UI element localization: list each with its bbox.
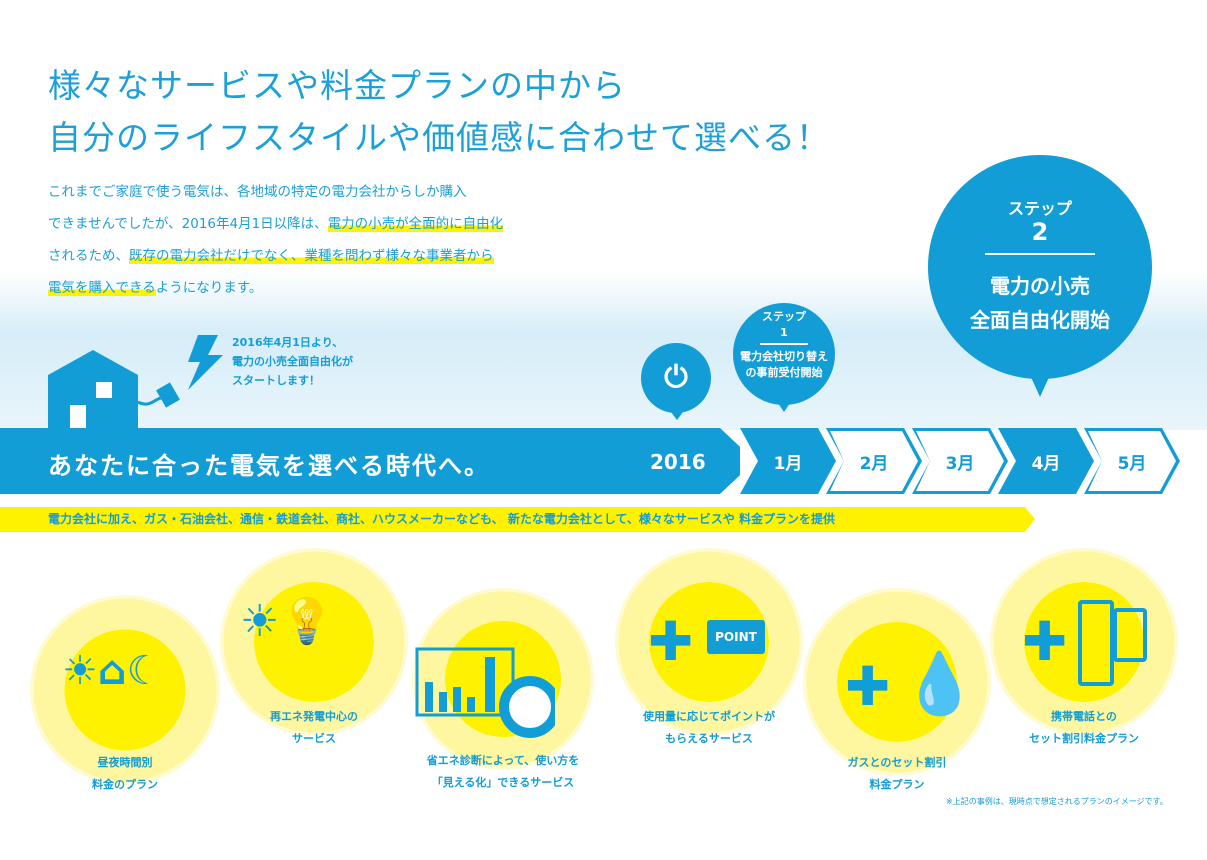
step-1-bubble: ステップ 1 電力会社切り替え の事前受付開始 — [733, 303, 835, 405]
month-5: 5月 — [1084, 428, 1180, 494]
renewable-energy-icon: ☀💡 — [240, 596, 335, 647]
text: できませんでしたが、2016年4月1日以降は、 — [48, 216, 328, 232]
service-circle — [803, 588, 991, 776]
mobile-phone-icon — [1078, 600, 1114, 686]
house-plug-icon — [48, 335, 223, 430]
step-text: の事前受付開始 — [745, 366, 823, 379]
service-label: 再エネ発電中心のサービス — [270, 710, 358, 745]
pointer — [1030, 375, 1050, 407]
plug-icon: ⏻ — [641, 343, 711, 413]
step-label: ステップ — [1007, 199, 1072, 218]
service-circle — [220, 548, 408, 736]
text: 電力の小売全面自由化が — [232, 355, 353, 368]
service-label: 省エネ診断によって、使い方を「見える化」できるサービス — [426, 754, 580, 789]
step-text: 電力の小売 — [990, 274, 1090, 298]
title-line: 様々なサービスや料金プランの中から — [48, 66, 626, 105]
step-text: 電力会社切り替え — [740, 350, 828, 363]
step-label: ステップ — [762, 310, 806, 323]
service-label: 携帯電話とのセット割引料金プラン — [1029, 710, 1139, 745]
text: 2016年4月1日より、 — [232, 336, 344, 349]
highlight: 電力の小売が全面的に自由化 — [327, 216, 504, 232]
month-2: 2月 — [826, 428, 922, 494]
step-2-bubble: ステップ 2 電力の小売 全面自由化開始 — [928, 155, 1152, 379]
service-circle — [30, 595, 220, 785]
intro-paragraph: これまでご家庭で使う電気は、各地域の特定の電力会社からしか購入 できませんでした… — [48, 176, 504, 304]
service-label: 昼夜時間別料金のプラン — [92, 756, 158, 791]
text: ようになります。 — [155, 280, 263, 296]
title-line: 自分のライフスタイルや価値感に合わせて選べる！ — [48, 118, 830, 157]
band-text: あなたに合った電気を選べる時代へ。 — [48, 452, 490, 480]
step-number: 1 — [780, 326, 788, 339]
text: されるため、 — [48, 248, 129, 264]
callout-text: 2016年4月1日より、 電力の小売全面自由化が スタートします！ — [232, 333, 353, 390]
pointer — [776, 400, 792, 420]
pointer — [668, 408, 686, 429]
text: スタートします！ — [232, 374, 320, 387]
footnote: ※上記の事例は、現時点で想定されるプランのイメージです。 — [946, 797, 1168, 806]
month-3: 3月 — [912, 428, 1008, 494]
service-label: ガスとのセット割引料金プラン — [847, 756, 947, 791]
providers-banner: 電力会社に加え、ガス・石油会社、通信・鉄道会社、商社、ハウスメーカーなども、 新… — [0, 507, 1035, 532]
energy-chart-icon — [415, 647, 555, 738]
service-label: 使用量に応じてポイントがもらえるサービス — [643, 710, 775, 745]
step-text: 全面自由化開始 — [970, 308, 1110, 332]
gas-flame-icon: 💧 — [902, 649, 977, 719]
step-number: 2 — [1031, 218, 1049, 246]
house-day-night-icon: ☀⌂☾ — [62, 648, 163, 694]
page-title: 様々なサービスや料金プランの中から 自分のライフスタイルや価値感に合わせて選べる… — [48, 60, 830, 164]
highlight: 電気を購入できる — [48, 280, 156, 296]
plus-icon: ✚ — [845, 655, 891, 718]
point-card-icon: POINT — [707, 620, 765, 654]
month-1: 1月 — [740, 428, 836, 494]
service-circle — [412, 588, 594, 770]
month-4: 4月 — [998, 428, 1094, 494]
year-label: 2016 — [650, 450, 706, 474]
plus-icon: ✚ — [648, 610, 694, 673]
text: これまでご家庭で使う電気は、各地域の特定の電力会社からしか購入 — [48, 184, 467, 200]
plus-icon: ✚ — [1022, 610, 1068, 673]
timeline-band — [0, 428, 740, 494]
smartphone-icon — [1113, 608, 1147, 662]
highlight: 既存の電力会社だけでなく、業種を問わず様々な事業者から — [129, 248, 494, 264]
